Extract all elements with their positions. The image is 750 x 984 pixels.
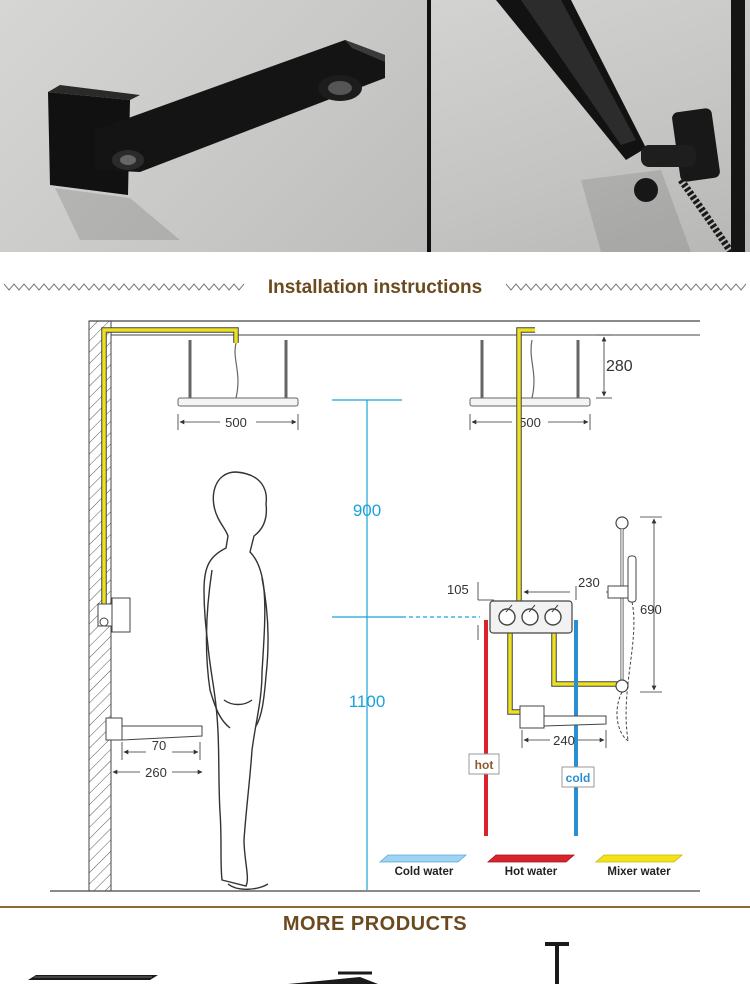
- water-legend: Cold water Hot water Mixer water: [378, 854, 684, 878]
- left-mixer-pipe-outline: [101, 327, 239, 610]
- cold-label-box: [561, 766, 595, 788]
- right-bath-spout: [543, 715, 607, 727]
- left-bath-spout: [121, 725, 203, 741]
- right-mixer-pipes: [507, 327, 620, 715]
- cold-pipe-label: cold: [566, 771, 591, 785]
- supply-pipes: [484, 620, 578, 836]
- handheld-shower: [627, 555, 637, 603]
- slide-bar-holder: [607, 585, 631, 599]
- spout-length-label: 240: [553, 733, 575, 748]
- left-spout-plate: [105, 717, 123, 741]
- hot-label-box: [468, 753, 500, 775]
- photo-divider: [427, 0, 431, 252]
- left-head-hose: [234, 342, 239, 399]
- more-products-strip: [28, 942, 569, 984]
- legend-label-mixer: Mixer water: [607, 866, 671, 878]
- installation-diagram: 500 70 260 900 1100 500 280: [50, 320, 700, 892]
- left-valve-knob: [99, 617, 109, 627]
- head-to-valve-label: 900: [353, 501, 381, 520]
- legend-label-hot: Hot water: [505, 866, 558, 878]
- handheld-holder-illustration: [496, 0, 745, 252]
- hot-pipe-label: hot: [475, 758, 494, 772]
- legend-swatch-cold: [378, 854, 468, 863]
- more-products-title: MORE PRODUCTS: [282, 913, 468, 935]
- product-photos: [0, 0, 750, 252]
- handheld-holder-photo: [431, 0, 750, 252]
- handheld-hose: [625, 601, 635, 741]
- slide-bar-height-label: 690: [640, 602, 662, 617]
- right-spout-plate: [519, 705, 545, 729]
- left-mixer-pipe: [102, 328, 238, 610]
- product-thumb-2: [288, 977, 378, 984]
- spout-projection-label: 70: [152, 738, 166, 753]
- right-head-width-label: 500: [519, 415, 541, 430]
- floor-to-valve-label: 1100: [349, 692, 386, 711]
- right-rain-shower-head: [469, 397, 591, 407]
- product-thumb-3: [545, 942, 569, 946]
- ceiling-gap-label: 280: [606, 358, 633, 375]
- valve-to-bar-label: 230: [578, 575, 600, 590]
- left-head-width-label: 500: [225, 415, 247, 430]
- valve-knob-2: [521, 608, 539, 626]
- left-rain-shower-head: [177, 397, 299, 407]
- legend-swatch-hot: [486, 854, 576, 863]
- spout-from-wall-label: 260: [145, 765, 167, 780]
- valve-side-label: 105: [447, 582, 469, 597]
- zigzag-ornament-right: [506, 283, 746, 291]
- legend-swatch-mixer: [594, 854, 684, 863]
- zigzag-ornament-left: [4, 283, 244, 291]
- legend-label-cold: Cold water: [395, 866, 454, 878]
- valve-knob-1: [498, 608, 516, 626]
- slide-bar-bottom-bracket: [615, 679, 629, 693]
- section-divider: [0, 906, 750, 908]
- left-valve-plate: [111, 597, 131, 633]
- shower-arm-illustration: [48, 40, 385, 240]
- shower-arm-photo: [0, 0, 427, 252]
- human-figure: [203, 471, 269, 890]
- section-title: Installation instructions: [267, 277, 483, 298]
- valve-knob-3: [544, 608, 562, 626]
- slide-bar-top-bracket: [615, 516, 629, 530]
